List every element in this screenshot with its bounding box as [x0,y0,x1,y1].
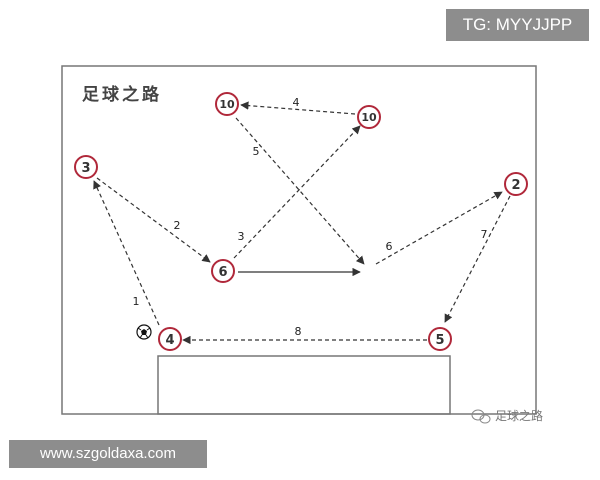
wechat-icon [471,409,491,424]
pass-line-1 [93,180,160,326]
pass-label: 8 [295,325,302,338]
player-number: 2 [511,178,520,193]
pass-label: 3 [238,230,245,243]
pass-label: 5 [253,145,260,158]
pass-line-5 [235,117,365,265]
player-4: 4 [158,327,182,351]
pass-line-7 [444,195,511,323]
pitch-boundary [61,65,537,415]
player-number: 4 [165,333,174,348]
pass-labels: 1 2 3 4 5 6 7 8 [133,96,488,338]
player-6: 6 [211,259,235,283]
pass-label: 6 [386,240,393,253]
pass-line-2 [96,177,211,263]
url-badge[interactable]: www.szgoldaxa.com [9,440,207,468]
player-number: 10 [219,98,235,111]
watermark-text: 足球之路 [495,408,543,423]
player-10a: 10 [215,92,239,116]
pass-label: 1 [133,295,140,308]
player-number: 3 [81,161,90,176]
ball-icon [136,324,152,340]
pass-label: 2 [174,219,181,232]
pass-label: 7 [481,228,488,241]
player-2: 2 [504,172,528,196]
pass-line-6 [375,191,503,265]
pass-lines [93,101,511,345]
penalty-box [157,355,451,415]
players: 10 10 3 2 6 4 5 [74,92,528,351]
player-number: 6 [218,265,227,280]
diagram-title: 足球之路 [82,84,162,105]
player-number: 5 [435,333,444,348]
tg-badge: TG: MYYJJPP [446,9,589,41]
player-number: 10 [361,111,377,124]
watermark: 足球之路 [471,408,543,424]
player-5: 5 [428,327,452,351]
pass-label: 4 [293,96,300,109]
player-3: 3 [74,155,98,179]
pass-line-4 [240,101,356,115]
pass-line-3 [233,125,361,259]
player-10b: 10 [357,105,381,129]
